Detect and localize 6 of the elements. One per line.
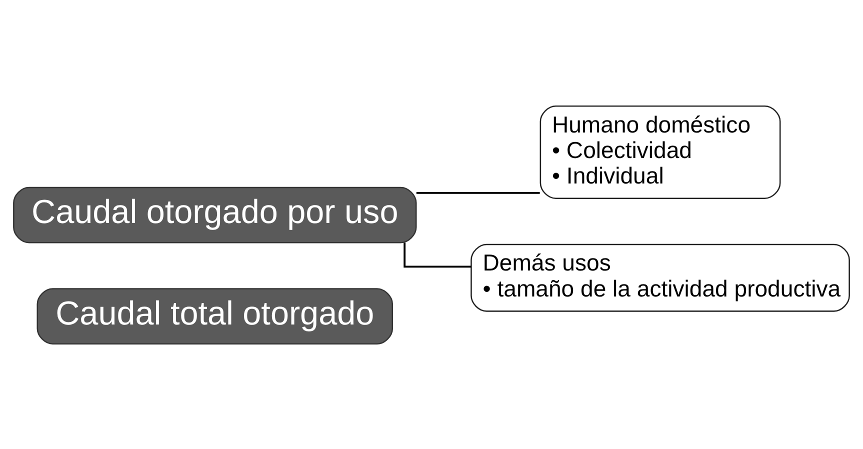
node-box: Humano doméstico • Colectividad • Individual — [540, 104, 781, 199]
connector — [416, 192, 540, 194]
node-box: Demás usos • tamaño de la actividad productiva — [470, 243, 850, 312]
connector — [404, 242, 472, 268]
node-box: Caudal total otorgado — [36, 288, 394, 344]
node-box: Caudal otorgado por uso — [13, 186, 417, 243]
